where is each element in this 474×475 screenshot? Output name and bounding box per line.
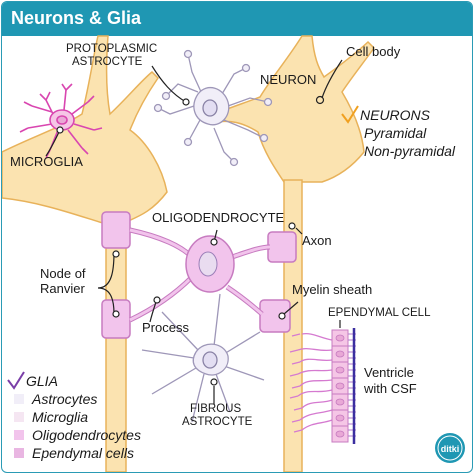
ependymal-cells (289, 328, 356, 444)
glia-legend-item: Oligodendrocytes (32, 427, 141, 443)
glia-legend: GLIA Astrocytes Microglia Oligodendrocyt… (7, 371, 141, 461)
protoplasmic-label-2: ASTROCYTE (72, 56, 143, 68)
fibrous-label-1: FIBROUS (190, 403, 241, 415)
glia-legend-item: Astrocytes (31, 391, 97, 407)
legend-swatch (346, 128, 356, 138)
left-neuron (2, 35, 168, 472)
myelin-segment (101, 211, 131, 249)
left-neuron-body (2, 35, 168, 472)
neurons-legend-heading: NEURONS (360, 107, 431, 123)
cell-body-label: Cell body (346, 44, 401, 59)
legend-swatch (346, 146, 356, 156)
ditki-logo: ditki (435, 433, 465, 463)
process-label: Process (142, 320, 189, 335)
neurons-legend-item: Pyramidal (364, 125, 427, 141)
microglia (19, 83, 103, 159)
myelin-segment (259, 299, 291, 333)
ependymal-cell-label: EPENDYMAL CELL (328, 307, 431, 319)
fibrous-astrocyte (141, 293, 265, 423)
fibrous-label-2: ASTROCYTE (182, 416, 253, 428)
myelin-segment (101, 299, 131, 339)
page-title: Neurons & Glia (11, 8, 142, 28)
neurons-legend: NEURONS Pyramidal Non-pyramidal (341, 105, 456, 159)
glia-legend-item: Ependymal cells (32, 445, 134, 461)
protoplasmic-astrocyte (153, 49, 273, 167)
node-label-1: Node of (40, 266, 86, 281)
check-icon (341, 105, 359, 124)
microglia-label: MICROGLIA (10, 154, 83, 169)
logo-text: ditki (441, 444, 460, 454)
oligodendrocyte-nucleus (198, 251, 218, 277)
ventricle-label-2: with CSF (363, 381, 417, 396)
ventricle-label-1: Ventricle (364, 365, 414, 380)
cell-body-nucleus (315, 95, 325, 105)
neuron-label: NEURON (260, 72, 316, 87)
node-label-2: Ranvier (40, 281, 85, 296)
legend-swatch (14, 430, 24, 440)
check-icon (7, 371, 25, 390)
legend-swatch (14, 412, 24, 422)
glia-legend-heading: GLIA (26, 373, 58, 389)
axon-label: Axon (302, 233, 332, 248)
myelin-segment (267, 231, 297, 263)
protoplasmic-label-1: PROTOPLASMIC (66, 43, 157, 55)
glia-legend-item: Microglia (32, 409, 88, 425)
leader-lines (45, 59, 343, 404)
legend-swatch (14, 448, 24, 458)
title-bar: Neurons & Glia (2, 2, 472, 36)
legend-swatch (14, 394, 24, 404)
oligodendrocyte-label: OLIGODENDROCYTE (152, 210, 285, 225)
myelin-sheath-label: Myelin sheath (292, 282, 372, 297)
neurons-legend-item: Non-pyramidal (364, 143, 456, 159)
